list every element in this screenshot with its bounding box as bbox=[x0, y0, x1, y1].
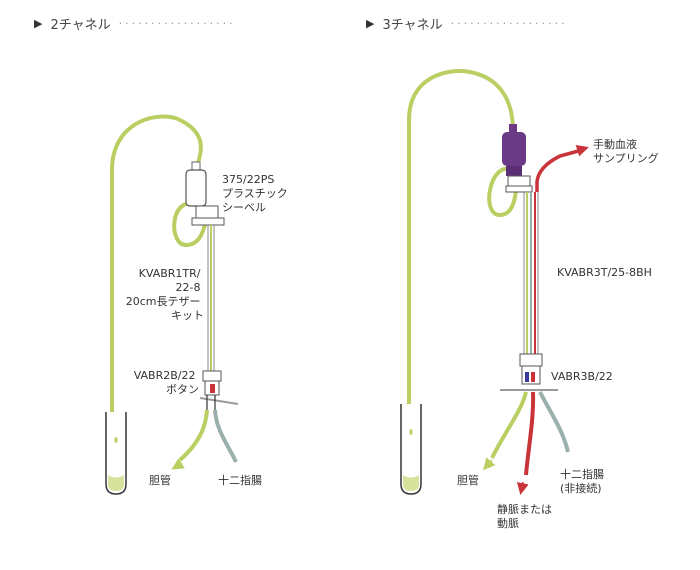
right-sampling-tube bbox=[535, 148, 583, 192]
right-bile-tube bbox=[490, 391, 528, 459]
right-sampling-label: 手動血液 サンプリング bbox=[593, 137, 659, 165]
right-button bbox=[500, 353, 558, 391]
header-3-channel: ▶ 3チャネル ·················· bbox=[366, 14, 568, 33]
header-3-channel-label: 3チャネル bbox=[382, 18, 443, 33]
left-button-label: VABR2B/22 ボタン bbox=[134, 369, 199, 396]
left-loop bbox=[172, 201, 208, 248]
right-button-label: VABR3B/22 bbox=[551, 370, 613, 383]
header-2-channel-label: 2チャネル bbox=[50, 18, 111, 33]
right-duodenum-tube bbox=[538, 391, 570, 453]
triangle-bullet-icon: ▶ bbox=[34, 17, 43, 30]
right-duodenum-label: 十二指腸 (非接続) bbox=[560, 467, 608, 495]
header-2-channel: ▶ 2チャネル ·················· bbox=[34, 14, 236, 33]
right-panel: 手動血液 サンプリング KVABR3T/25-8BH VABR3B/22 胆管 … bbox=[400, 69, 659, 530]
left-panel: 375/22PS プラスチック シーベル KVABR1TR/ 22-8 20cm… bbox=[105, 114, 291, 495]
right-swivel bbox=[502, 124, 533, 193]
dotted-leader: ·················· bbox=[118, 17, 236, 30]
left-bile-line bbox=[110, 114, 203, 442]
right-vessel-tube bbox=[524, 391, 536, 476]
right-loop bbox=[487, 166, 518, 218]
dotted-leader: ·················· bbox=[450, 17, 568, 30]
triangle-bullet-icon: ▶ bbox=[366, 17, 375, 30]
left-tether bbox=[207, 225, 215, 372]
right-bile-line bbox=[407, 69, 515, 442]
left-duodenum-tube bbox=[213, 409, 238, 463]
left-seal-label: 375/22PS プラスチック シーベル bbox=[222, 173, 291, 214]
left-button bbox=[199, 370, 239, 412]
right-tether bbox=[523, 192, 539, 355]
right-vessel-label: 静脈または 動脈 bbox=[497, 502, 556, 530]
left-bile-tube bbox=[178, 409, 209, 462]
right-test-tube bbox=[400, 404, 422, 495]
left-plastic-swivel bbox=[185, 161, 225, 226]
right-kit-label: KVABR3T/25-8BH bbox=[557, 266, 652, 279]
left-bile-label: 胆管 bbox=[149, 473, 171, 487]
left-test-tube bbox=[105, 412, 127, 495]
right-bile-label: 胆管 bbox=[457, 473, 479, 487]
left-kit-label: KVABR1TR/ 22-8 20cm長テザー キット bbox=[126, 267, 204, 322]
left-duodenum-label: 十二指腸 bbox=[218, 473, 262, 487]
